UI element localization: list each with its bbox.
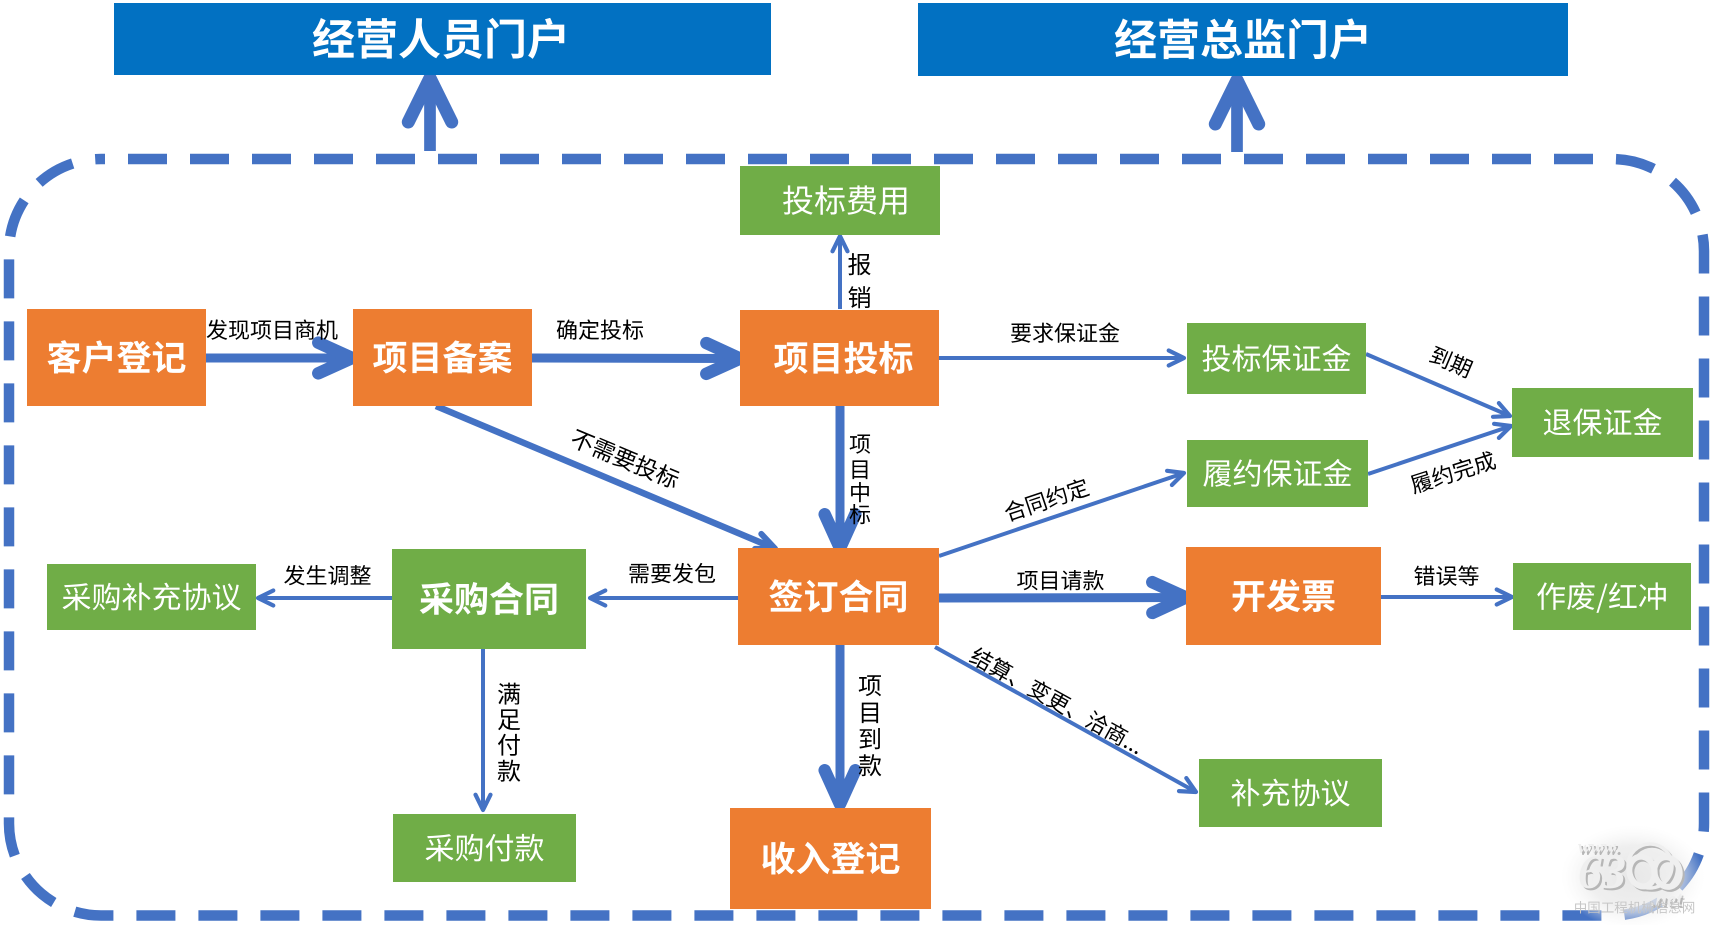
- svg-text:www.: www.: [1578, 837, 1620, 858]
- svg-text:.net: .net: [1650, 887, 1683, 911]
- svg-text:63: 63: [1580, 848, 1628, 901]
- svg-text:www.: www.: [1580, 839, 1622, 860]
- svg-text:63: 63: [1578, 846, 1626, 899]
